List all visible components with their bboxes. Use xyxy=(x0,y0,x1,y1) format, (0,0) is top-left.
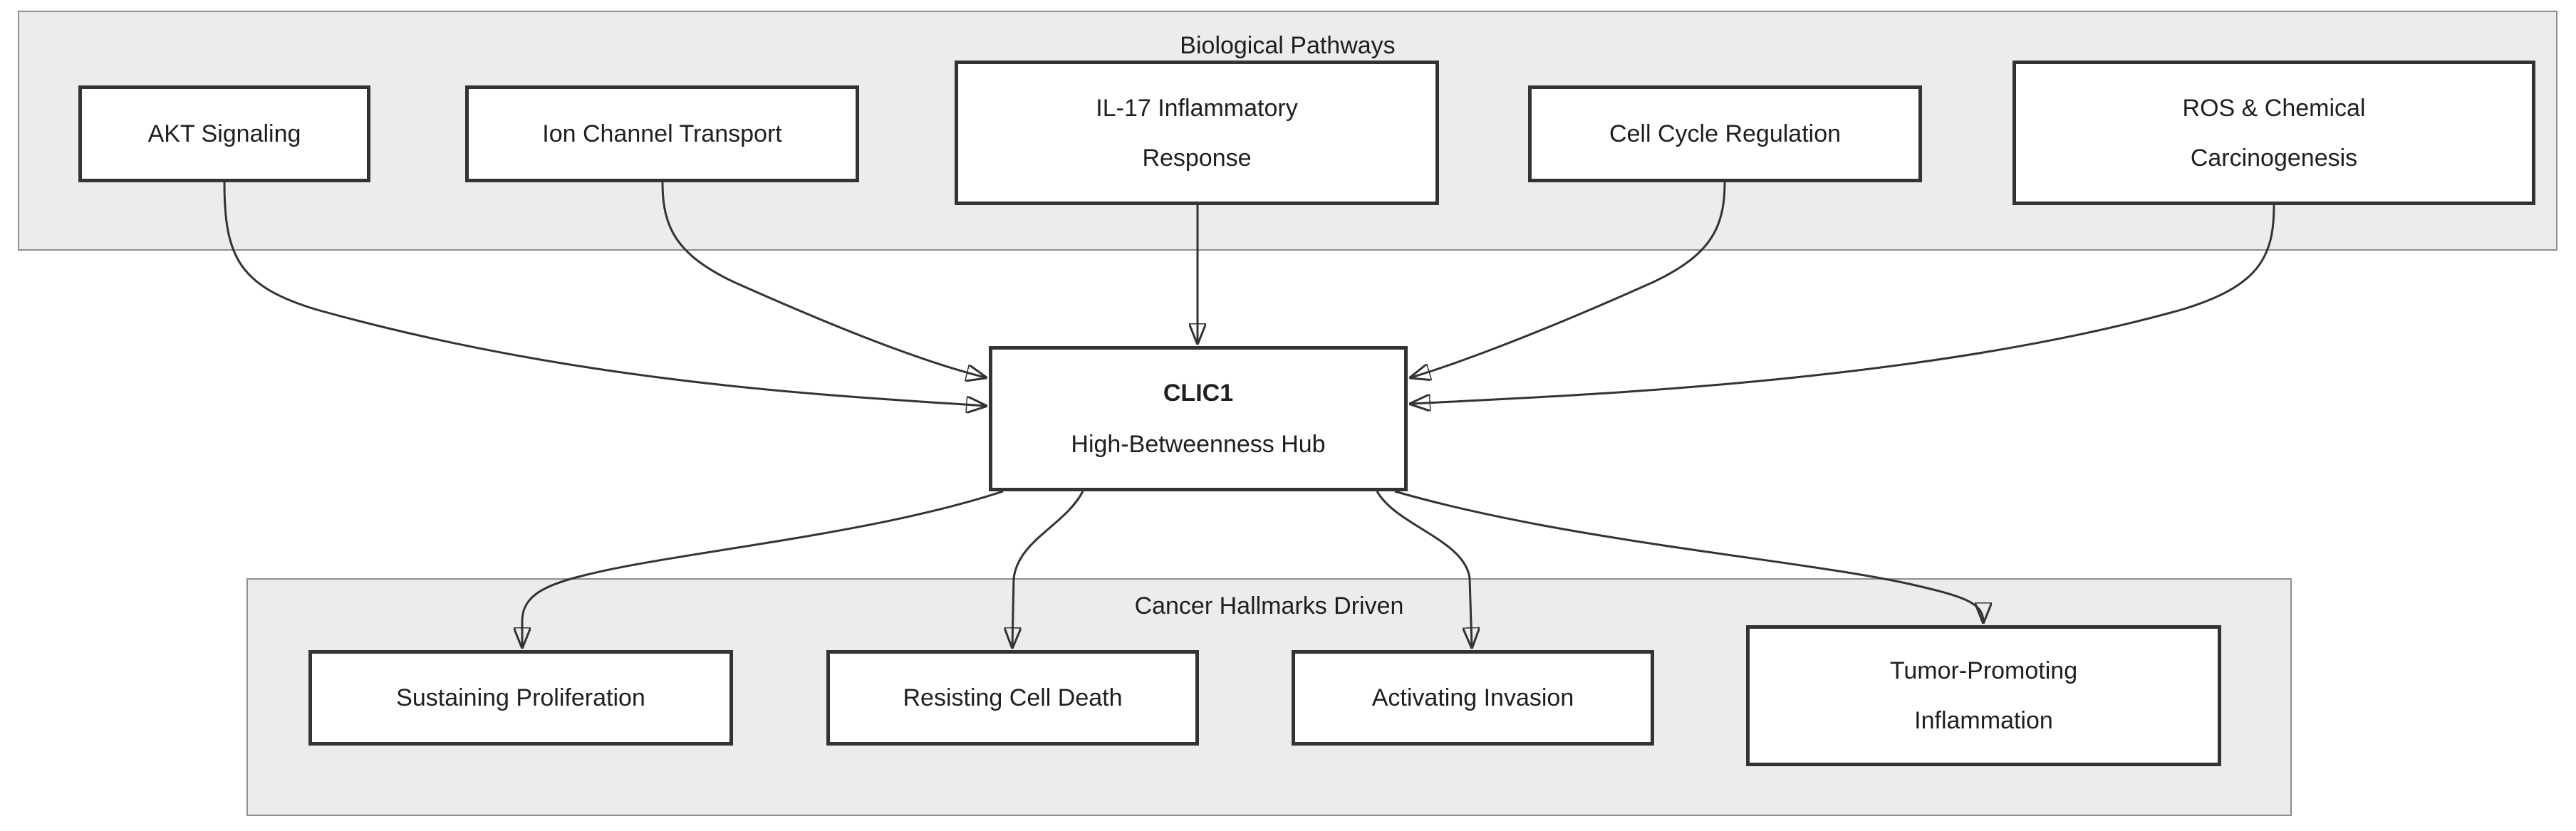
edge-ion-to-clic1 xyxy=(661,182,985,377)
node-akt-signaling-label: AKT Signaling xyxy=(147,120,301,147)
node-il17-inflammatory-response-label: IL-17 Inflammatory Response xyxy=(1096,94,1298,172)
cluster-biological-pathways-label: Biological Pathways xyxy=(1180,32,1396,59)
edge-clic1-to-inflammation xyxy=(1394,490,1983,622)
node-clic1-hub-title: CLIC1 xyxy=(1163,380,1234,407)
node-clic1-hub: CLIC1 High-Betweenness Hub xyxy=(989,346,1408,491)
node-tumor-promoting-inflammation-label: Tumor-Promoting Inflammation xyxy=(1889,657,2078,734)
node-resisting-cell-death-label: Resisting Cell Death xyxy=(903,684,1123,711)
node-ros-chemical-carcinogenesis: ROS & Chemical Carcinogenesis xyxy=(2012,61,2535,205)
edge-clic1-to-celldeath xyxy=(1012,491,1084,647)
node-sustaining-proliferation: Sustaining Proliferation xyxy=(308,650,733,746)
edge-clic1-to-proliferation xyxy=(522,490,1004,647)
node-sustaining-proliferation-label: Sustaining Proliferation xyxy=(396,684,645,711)
node-ros-chemical-carcinogenesis-label: ROS & Chemical Carcinogenesis xyxy=(2182,94,2366,172)
node-il17-inflammatory-response: IL-17 Inflammatory Response xyxy=(955,61,1439,205)
node-ion-channel-transport: Ion Channel Transport xyxy=(465,85,859,182)
cluster-cancer-hallmarks-label: Cancer Hallmarks Driven xyxy=(1134,592,1404,620)
node-tumor-promoting-inflammation: Tumor-Promoting Inflammation xyxy=(1746,625,2221,766)
node-clic1-hub-subtitle: High-Betweenness Hub xyxy=(1071,431,1326,458)
node-resisting-cell-death: Resisting Cell Death xyxy=(826,650,1199,746)
node-akt-signaling: AKT Signaling xyxy=(78,85,370,182)
edge-ros-to-clic1 xyxy=(1411,204,2275,404)
edge-clic1-to-invasion xyxy=(1376,491,1472,647)
node-activating-invasion-label: Activating Invasion xyxy=(1371,684,1574,711)
node-cell-cycle-regulation-label: Cell Cycle Regulation xyxy=(1609,120,1842,147)
node-ion-channel-transport-label: Ion Channel Transport xyxy=(542,120,782,147)
edge-cellcycle-to-clic1 xyxy=(1411,182,1726,377)
edge-akt-to-clic1 xyxy=(223,182,985,406)
node-activating-invasion: Activating Invasion xyxy=(1292,650,1654,746)
node-cell-cycle-regulation: Cell Cycle Regulation xyxy=(1528,85,1922,182)
